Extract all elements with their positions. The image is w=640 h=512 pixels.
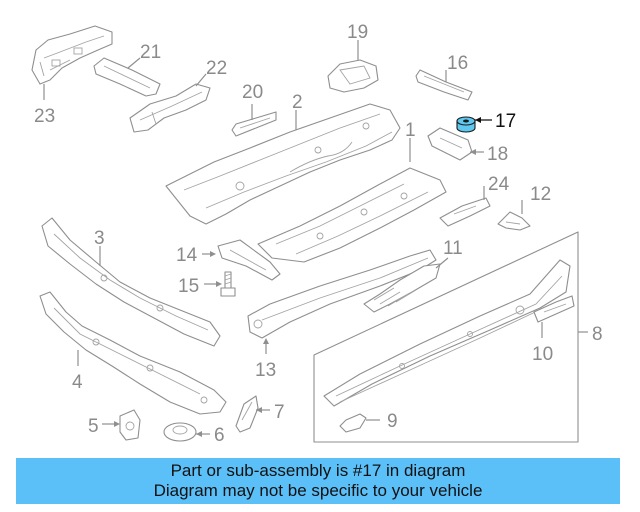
part-8-group-box [313,231,579,443]
part-6 [163,422,197,442]
part-7 [235,395,259,433]
callout-20: 20 [242,82,263,103]
part-17 [456,116,476,133]
callout-16: 16 [447,53,468,74]
callout-14: 14 [176,245,198,266]
callout-12: 12 [530,184,551,205]
callout-8: 8 [592,324,603,345]
banner-line-part-number: Part or sub-assembly is #17 in diagram [170,461,466,480]
part-4 [39,291,227,415]
part-20 [231,111,277,137]
part-9 [339,413,367,433]
callout-19: 19 [347,22,368,43]
callout-13: 13 [255,360,276,381]
part-5 [119,409,141,441]
part-10 [533,295,575,323]
callout-6: 6 [214,425,225,446]
part-14 [217,239,281,281]
callout-23: 23 [34,106,55,127]
part-23 [31,25,113,85]
part-1 [257,167,447,263]
part-21 [93,57,161,97]
parts-diagram: 23 21 22 19 16 17 18 [31,22,603,446]
part-19 [327,59,379,93]
callout-1: 1 [405,120,416,141]
callout-5: 5 [88,416,99,437]
part-12 [497,211,531,231]
part-22 [129,83,211,133]
callout-15: 15 [178,276,199,297]
callout-3: 3 [94,228,105,249]
callout-21: 21 [140,42,161,63]
part-3 [41,217,221,347]
callout-22: 22 [206,58,227,79]
callout-7: 7 [274,402,285,423]
info-banner: Part or sub-assembly is #17 in diagram D… [16,458,620,504]
callout-11: 11 [443,238,463,259]
part-16 [415,69,473,101]
callout-2: 2 [292,92,303,113]
part-11 [363,263,441,313]
callout-24: 24 [488,174,510,195]
callout-4: 4 [72,372,83,393]
callout-10: 10 [532,344,553,365]
part-18 [427,127,473,161]
callout-18: 18 [487,144,508,165]
part-24 [439,197,491,227]
banner-line-disclaimer: Diagram may not be specific to your vehi… [153,481,483,500]
part-2 [165,103,401,225]
part-15 [220,271,236,297]
callout-9: 9 [387,411,398,432]
callout-17: 17 [495,111,516,132]
